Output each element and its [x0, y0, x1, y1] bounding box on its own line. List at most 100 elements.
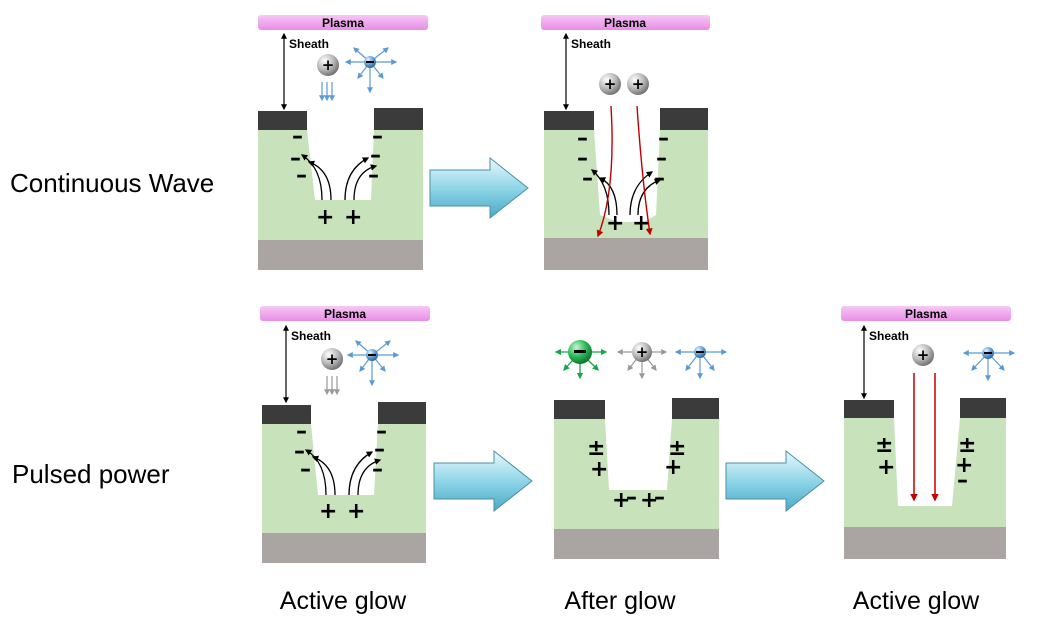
- svg-text:+: +: [316, 205, 334, 230]
- caption-active-glow-1: Active glow: [280, 587, 407, 615]
- positive-ion: +: [599, 73, 621, 95]
- ion-direction-arrows: [319, 82, 335, 102]
- svg-text:+: +: [347, 499, 365, 524]
- svg-text:–: –: [577, 146, 588, 171]
- plasma-label: Plasma: [322, 16, 364, 30]
- substrate: [844, 527, 1006, 559]
- panel-cw-charging: Plasma Sheath + + ––– ––– +: [541, 15, 710, 270]
- svg-text:+: +: [326, 350, 339, 368]
- svg-text:–: –: [370, 143, 381, 168]
- deflected-ion-paths: [590, 169, 662, 216]
- sheath-label: Sheath: [571, 37, 611, 51]
- positive-charges: ++: [316, 205, 362, 230]
- positive-charges: ++: [319, 499, 365, 524]
- svg-text:–: –: [290, 146, 301, 171]
- negative-charges: ––– –––: [577, 126, 669, 191]
- transition-arrow: [429, 156, 529, 220]
- mask-left: [258, 111, 307, 130]
- negative-charges: ––– –––: [290, 124, 383, 188]
- mask-right: [960, 398, 1006, 418]
- svg-text:+: +: [955, 453, 973, 478]
- svg-text:+: +: [322, 56, 335, 74]
- panel-cw-active-glow: Plasma Sheath +: [258, 15, 428, 270]
- sheath-label: Sheath: [291, 329, 331, 343]
- mask-left: [262, 405, 311, 424]
- svg-text:+: +: [319, 499, 337, 524]
- positive-ion: +: [627, 73, 649, 95]
- svg-text:–: –: [654, 166, 665, 191]
- svg-text:–: –: [656, 146, 667, 171]
- svg-text:±: ±: [958, 433, 976, 458]
- svg-text:–: –: [296, 163, 307, 188]
- mask-right: [672, 398, 719, 419]
- plasma-bar: [260, 306, 430, 321]
- plasma-bar: [258, 15, 428, 30]
- svg-text:+: +: [664, 455, 682, 480]
- sheath-label: Sheath: [289, 37, 329, 51]
- plasma-label: Plasma: [324, 307, 366, 321]
- svg-text:+: +: [344, 205, 362, 230]
- caption-after-glow: After glow: [564, 587, 676, 615]
- panel-pulsed-after-glow: + ±+ ±+ +–+–: [554, 340, 728, 559]
- svg-text:–: –: [376, 419, 387, 444]
- svg-text:–: –: [374, 437, 385, 462]
- svg-text:–: –: [300, 457, 311, 482]
- svg-text:–: –: [957, 468, 968, 493]
- svg-text:+: +: [636, 343, 649, 361]
- deflected-ion-paths: [300, 154, 378, 201]
- electron: [962, 347, 1016, 382]
- positive-ion: +: [317, 54, 339, 76]
- electron: [346, 340, 400, 387]
- svg-text:–: –: [654, 485, 665, 510]
- substrate: [258, 240, 423, 270]
- etched-material: [258, 130, 423, 240]
- svg-text:+: +: [917, 346, 930, 364]
- mask-right: [378, 402, 426, 424]
- svg-text:–: –: [372, 124, 383, 149]
- plasma-bar: [541, 15, 710, 30]
- plasma-bar: [841, 306, 1011, 321]
- svg-text:+: +: [606, 211, 624, 236]
- svg-text:–: –: [658, 126, 669, 151]
- sheath-label: Sheath: [869, 329, 909, 343]
- negative-charges: ––– –––: [294, 419, 387, 482]
- notching-ion-paths: [596, 105, 653, 238]
- svg-text:+: +: [612, 488, 630, 513]
- svg-text:+: +: [632, 75, 645, 93]
- svg-text:±: ±: [587, 436, 605, 461]
- row-label-continuous-wave: Continuous Wave: [10, 168, 214, 198]
- negative-ion: [554, 340, 608, 380]
- electron: [344, 47, 398, 94]
- positive-charges: ++: [606, 211, 650, 236]
- svg-text:+: +: [632, 211, 650, 236]
- electron: [674, 346, 728, 380]
- straight-ion-paths: [910, 373, 939, 502]
- mask-right: [660, 108, 708, 130]
- svg-text:±: ±: [668, 436, 686, 461]
- etched-material: [844, 418, 1006, 527]
- svg-text:–: –: [368, 163, 379, 188]
- plasma-label: Plasma: [604, 16, 646, 30]
- svg-text:–: –: [577, 126, 588, 151]
- svg-text:–: –: [292, 124, 303, 149]
- ion-direction-arrows: [324, 376, 340, 396]
- svg-text:+: +: [590, 457, 608, 482]
- svg-text:+: +: [640, 488, 658, 513]
- deflected-ion-paths: [304, 449, 382, 496]
- substrate: [262, 533, 426, 563]
- substrate: [544, 238, 708, 270]
- svg-text:±: ±: [875, 433, 893, 458]
- svg-text:–: –: [372, 457, 383, 482]
- transition-arrow: [725, 449, 825, 513]
- panel-pulsed-active-glow-2: Plasma Sheath + ±+ ±+ –: [841, 306, 1016, 559]
- row-label-pulsed-power: Pulsed power: [12, 459, 170, 489]
- mask-left: [844, 400, 894, 418]
- positive-ion: +: [321, 348, 343, 370]
- svg-text:–: –: [626, 485, 637, 510]
- plasma-label: Plasma: [905, 307, 947, 321]
- etched-material: [554, 419, 719, 529]
- svg-text:–: –: [296, 419, 307, 444]
- positive-ion: +: [616, 342, 668, 380]
- neutralized-charges: ±+ ±+ +–+–: [587, 436, 686, 513]
